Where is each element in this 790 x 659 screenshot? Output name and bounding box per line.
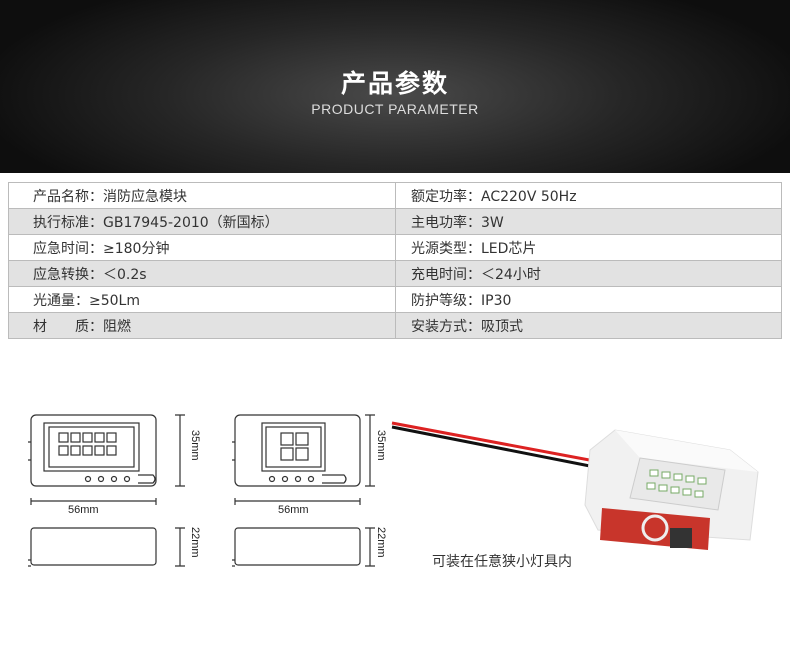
front-view-drawing-10-led	[28, 414, 185, 567]
param-cell: 应急转换：＜0.2s	[8, 260, 396, 287]
param-cell: 产品名称：消防应急模块	[8, 182, 396, 209]
width-label: 56mm	[68, 504, 99, 516]
depth-label: 22mm	[375, 527, 387, 558]
height-label: 35mm	[375, 430, 387, 461]
table-row: 应急时间：≥180分钟光源类型：LED芯片	[8, 234, 782, 261]
front-view-drawing-4-led	[232, 414, 375, 567]
param-cell: 额定功率：AC220V 50Hz	[395, 182, 782, 209]
width-label: 56mm	[278, 504, 309, 516]
page-title: 产品参数	[340, 69, 449, 98]
height-label: 35mm	[189, 430, 201, 461]
param-cell: 主电功率：3W	[395, 208, 782, 235]
install-caption: 可装在任意狭小灯具内	[432, 554, 572, 570]
page-subtitle: PRODUCT PARAMETER	[311, 101, 479, 117]
param-cell: 材 质：阻燃	[8, 312, 396, 339]
param-cell: 光源类型：LED芯片	[395, 234, 782, 261]
product-photo	[391, 421, 759, 550]
table-row: 产品名称：消防应急模块额定功率：AC220V 50Hz	[8, 182, 782, 209]
table-row: 材 质：阻燃安装方式：吸顶式	[8, 312, 782, 339]
header-banner: 产品参数 PRODUCT PARAMETER	[0, 0, 790, 173]
parameter-table: 产品名称：消防应急模块额定功率：AC220V 50Hz 执行标准：GB17945…	[8, 182, 782, 339]
param-cell: 安装方式：吸顶式	[395, 312, 782, 339]
depth-label: 22mm	[189, 527, 201, 558]
param-cell: 充电时间：＜24小时	[395, 260, 782, 287]
param-cell: 光通量：≥50Lm	[8, 286, 396, 313]
param-cell: 应急时间：≥180分钟	[8, 234, 396, 261]
param-cell: 防护等级：IP30	[395, 286, 782, 313]
table-row: 执行标准：GB17945-2010（新国标）主电功率：3W	[8, 208, 782, 235]
param-cell: 执行标准：GB17945-2010（新国标）	[8, 208, 396, 235]
